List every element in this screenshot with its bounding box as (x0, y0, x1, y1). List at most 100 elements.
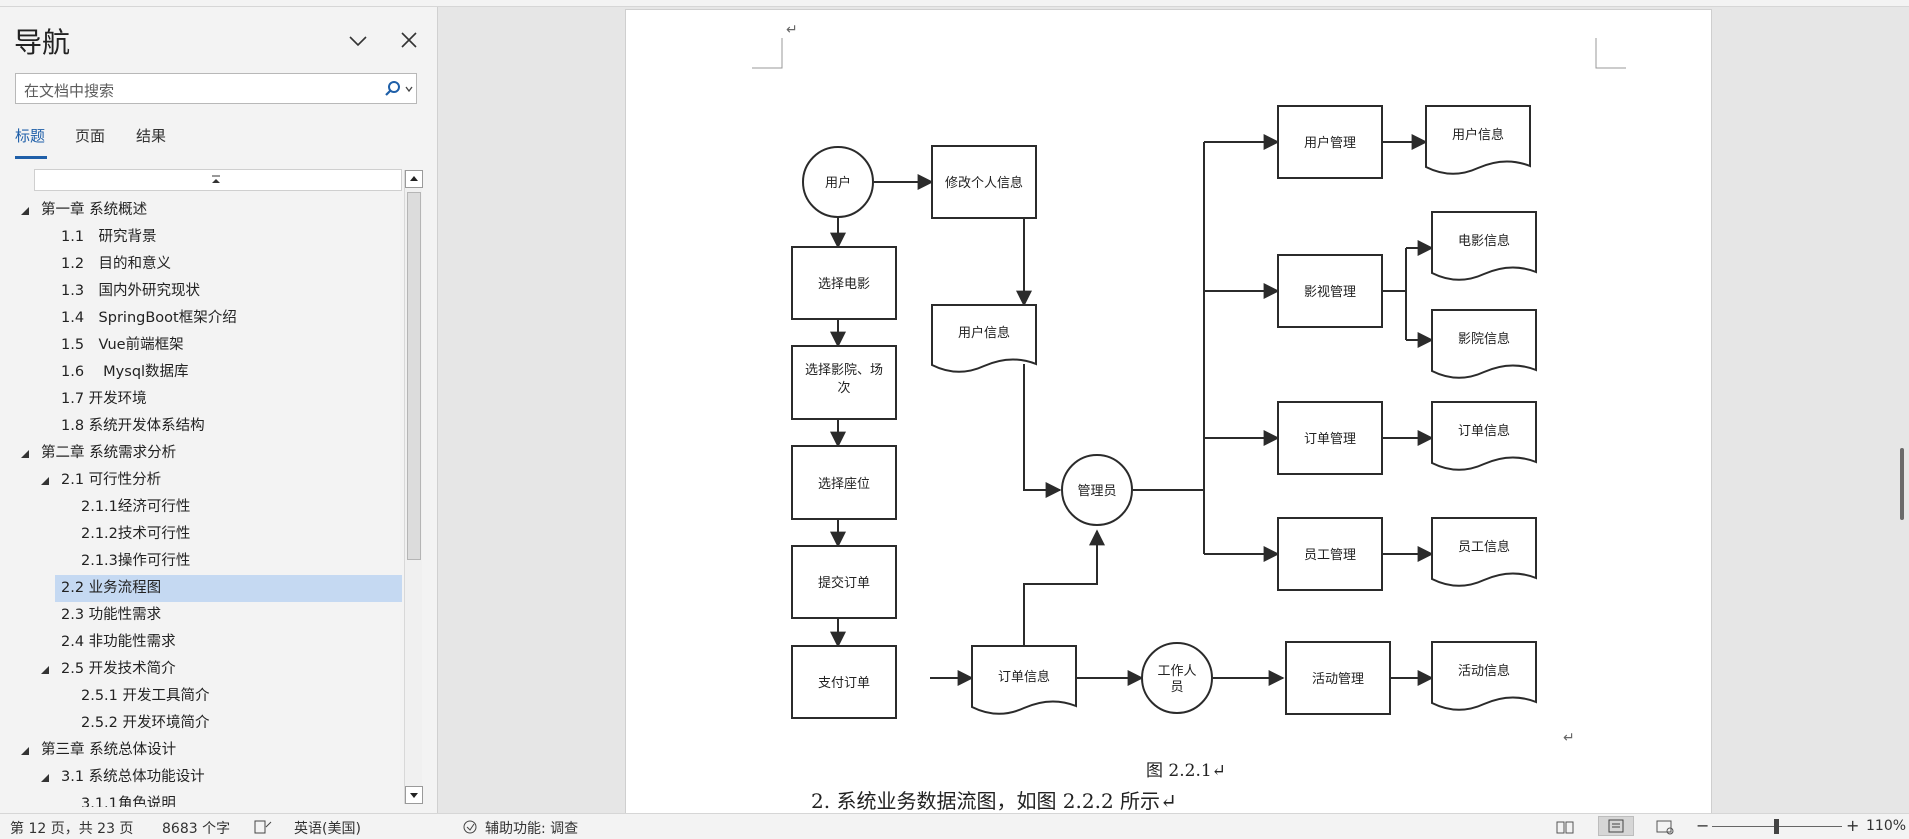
node-user-mgmt (1277, 105, 1383, 179)
nav-heading-item[interactable]: 1.8 系统开发体系结构 (0, 413, 402, 440)
nav-heading-label: 2.5 开发技术简介 (61, 661, 176, 677)
page-counter[interactable]: 第 12 页，共 23 页 (10, 821, 134, 837)
label-modify-info: 修改个人信息 (945, 175, 1023, 191)
label-employee-info: 员工信息 (1458, 539, 1510, 555)
nav-heading-label: 3.1.1角色说明 (81, 796, 176, 807)
nav-heading-label: 3.1 系统总体功能设计 (61, 769, 205, 785)
node-user-info-doc (931, 304, 1037, 373)
nav-heading-item[interactable]: 第二章 系统需求分析 (0, 440, 402, 467)
read-mode-icon[interactable] (1556, 819, 1574, 835)
print-layout-button[interactable] (1598, 816, 1634, 836)
nav-heading-item[interactable]: 3.1 系统总体功能设计 (0, 764, 402, 791)
nav-heading-label: 1.6 Mysql数据库 (61, 364, 189, 380)
nav-heading-label: 2.2 业务流程图 (61, 580, 162, 596)
active-tab-indicator (15, 156, 47, 159)
tab-headings[interactable]: 标题 (15, 127, 46, 145)
nav-heading-item[interactable]: 1.6 Mysql数据库 (0, 359, 402, 386)
nav-heading-label: 2.1.2技术可行性 (81, 526, 191, 542)
label-admin: 管理员 (1077, 484, 1116, 499)
tab-pages[interactable]: 页面 (75, 127, 106, 145)
nav-heading-item[interactable]: 1.2 目的和意义 (0, 251, 402, 278)
language-indicator[interactable]: 英语(美国) (294, 821, 361, 837)
node-user-info-out (1425, 105, 1531, 175)
nav-heading-item[interactable]: 1.3 国内外研究现状 (0, 278, 402, 305)
scroll-up-button[interactable] (405, 170, 423, 188)
node-activity-mgmt (1285, 641, 1391, 715)
node-film-mgmt (1277, 254, 1383, 328)
nav-heading-item[interactable]: 1.5 Vue前端框架 (0, 332, 402, 359)
nav-heading-label: 第二章 系统需求分析 (41, 445, 177, 461)
word-count[interactable]: 8683 个字 (162, 821, 231, 837)
nav-heading-label: 第三章 系统总体设计 (41, 742, 177, 758)
nav-heading-label: 2.1.1经济可行性 (81, 499, 191, 515)
margin-marks (752, 38, 1626, 69)
node-order-mgmt (1277, 401, 1383, 475)
nav-heading-label: 2.1.3操作可行性 (81, 553, 191, 569)
label-user-mgmt: 用户管理 (1304, 135, 1356, 151)
node-employee-info (1431, 517, 1537, 587)
nav-heading-item[interactable]: 1.7 开发环境 (0, 386, 402, 413)
business-flowchart: 用户 修改个人信息 选择电影 选择影院、场 次 选择座位 提交订单 支付订单 用… (791, 105, 1537, 719)
nav-heading-item[interactable]: 2.1.2技术可行性 (0, 521, 402, 548)
nav-title: 导航 (14, 26, 71, 59)
nav-heading-item[interactable]: 1.1 研究背景 (0, 224, 402, 251)
nav-heading-item[interactable]: 2.1.1经济可行性 (0, 494, 402, 521)
nav-heading-item[interactable]: 2.1 可行性分析 (0, 467, 402, 494)
nav-heading-item[interactable]: 1.4 SpringBoot框架介绍 (0, 305, 402, 332)
nav-heading-item[interactable]: 3.1.1角色说明 (0, 791, 402, 807)
arrow-up-icon (410, 176, 418, 181)
document-area: ↵ (439, 7, 1909, 815)
chevron-down-icon[interactable] (346, 29, 370, 53)
scroll-down-button[interactable] (405, 786, 423, 804)
node-employee-mgmt (1277, 517, 1383, 591)
accessibility-icon[interactable] (462, 819, 480, 835)
label-staff: 工作人 (1157, 664, 1196, 679)
label-select-cinema-line2: 次 (837, 380, 850, 396)
nav-heading-label: 2.5.2 开发环境简介 (81, 715, 210, 731)
nav-heading-label: 1.7 开发环境 (61, 391, 147, 407)
search-input[interactable]: 在文档中搜索 (24, 82, 115, 100)
node-movie-info (1431, 211, 1537, 281)
nav-scrollbar[interactable] (404, 170, 423, 804)
search-box[interactable]: 在文档中搜索 (15, 73, 417, 104)
chevron-down-icon[interactable] (404, 84, 414, 94)
nav-heading-item[interactable]: 2.5.1 开发工具简介 (0, 683, 402, 710)
nav-heading-item[interactable]: 2.3 功能性需求 (0, 602, 402, 629)
nav-heading-item[interactable]: 2.5 开发技术简介 (0, 656, 402, 683)
accessibility-status[interactable]: 辅助功能: 调查 (485, 821, 579, 837)
zoom-slider-thumb[interactable] (1774, 819, 1779, 834)
label-staff-line2: 员 (1170, 680, 1183, 695)
expand-collapse-icon[interactable] (40, 476, 50, 486)
zoom-level[interactable]: 110% (1866, 818, 1907, 834)
nav-heading-item[interactable]: 第三章 系统总体设计 (0, 737, 402, 764)
nav-heading-item[interactable]: 2.5.2 开发环境简介 (0, 710, 402, 737)
proofing-icon[interactable] (254, 819, 272, 835)
document-page[interactable]: ↵ (625, 9, 1712, 815)
collapse-all-button[interactable] (34, 169, 402, 191)
nav-heading-item[interactable]: 2.4 非功能性需求 (0, 629, 402, 656)
nav-heading-item[interactable]: 2.2 业务流程图 (55, 575, 402, 602)
expand-collapse-icon[interactable] (20, 449, 30, 459)
expand-collapse-icon[interactable] (40, 665, 50, 675)
label-order-info-doc: 订单信息 (998, 669, 1050, 685)
nav-heading-item[interactable]: 2.1.3操作可行性 (0, 548, 402, 575)
expand-collapse-icon[interactable] (40, 773, 50, 783)
expand-collapse-icon[interactable] (20, 206, 30, 216)
zoom-out-button[interactable]: − (1696, 816, 1710, 835)
close-icon[interactable] (396, 27, 422, 53)
label-select-seat: 选择座位 (818, 477, 870, 492)
web-layout-icon[interactable] (1656, 819, 1674, 835)
scroll-thumb[interactable] (407, 192, 421, 560)
expand-collapse-icon[interactable] (20, 746, 30, 756)
tab-results[interactable]: 结果 (136, 127, 167, 145)
label-order-mgmt: 订单管理 (1304, 432, 1356, 447)
zoom-in-button[interactable]: + (1846, 816, 1860, 835)
nav-heading-item[interactable]: 第一章 系统概述 (0, 197, 402, 224)
window-edge-handle[interactable] (1900, 448, 1904, 520)
nav-heading-label: 2.3 功能性需求 (61, 607, 162, 623)
search-icon[interactable] (383, 79, 403, 99)
node-select-movie (791, 246, 897, 320)
arrow-down-icon (410, 793, 418, 798)
node-staff (1141, 642, 1213, 714)
figure-caption: 图 2.2.1↵ (1146, 761, 1226, 781)
